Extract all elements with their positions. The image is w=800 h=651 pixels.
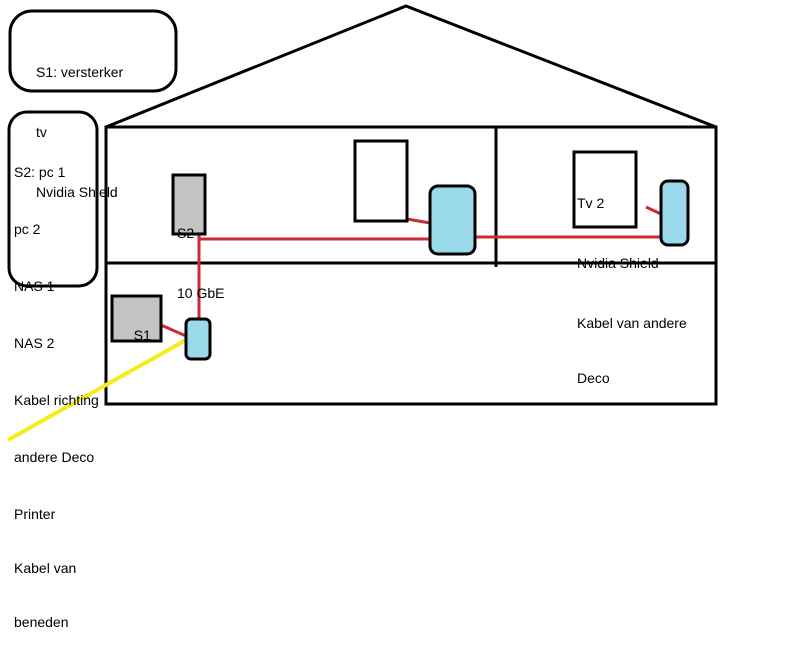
tv-box — [353, 139, 409, 223]
legend-s2-text: S2: pc 1 pc 2 NAS 1 NAS 2 Kabel richting… — [14, 125, 99, 651]
deco-center — [428, 184, 477, 256]
legend-s2-line: NAS 2 — [14, 335, 55, 351]
cable-network — [160, 205, 662, 338]
switch-s2 — [171, 173, 207, 236]
cable-tvbox-to-deco — [406, 217, 431, 225]
network-diagram — [7, 4, 718, 442]
legend-s2-line: NAS 1 — [14, 278, 55, 294]
tv2-box-line: Deco — [577, 370, 610, 386]
legend-s2-line: S2: pc 1 — [14, 164, 66, 180]
legend-s1-bubble — [8, 9, 178, 93]
legend-s2-line: Kabel van — [14, 560, 77, 576]
legend-s2-line: Printer — [14, 506, 56, 522]
legend-s2-line: pc 2 — [14, 221, 41, 237]
house-roof — [105, 4, 717, 129]
legend-s1-line: tv — [36, 124, 47, 140]
tv2-box-text: Tv 2 Nvidia Shield Kabel van andere Deco — [577, 153, 687, 408]
legend-s1-text: S1: versterker tv Nvidia Shield — [36, 22, 123, 222]
deco-right — [659, 179, 690, 247]
switch-s1-name: S1 — [133, 327, 151, 343]
legend-s1-line: Nvidia Shield — [36, 184, 118, 200]
cable-tv2-to-deco — [645, 205, 662, 216]
legend-s2-line: beneden — [14, 614, 69, 630]
switch-s1-label: S1 — [126, 305, 151, 345]
deco-downstairs — [184, 317, 212, 361]
switch-s2-speed: 10 GbE — [177, 285, 225, 301]
house-body — [104, 125, 718, 406]
legend-s2-line: andere Deco — [14, 449, 95, 465]
cable-s1-to-deco — [160, 323, 187, 338]
legend-s1-line: S1: versterker — [36, 64, 124, 80]
switch-s2-label: S2 10 GbE — [177, 183, 224, 323]
tv2-box-line: Nvidia Shield — [577, 255, 659, 271]
switch-s1 — [110, 294, 163, 343]
incoming-cable — [7, 338, 187, 442]
switch-s2-name: S2 — [177, 225, 195, 241]
tv2-box-line: Kabel van andere — [577, 315, 687, 331]
legend-s2-bubble — [7, 110, 99, 288]
tv2-box — [572, 150, 638, 229]
legend-s2-line: Kabel richting — [14, 392, 99, 408]
tv2-box-line: Tv 2 — [577, 195, 605, 211]
